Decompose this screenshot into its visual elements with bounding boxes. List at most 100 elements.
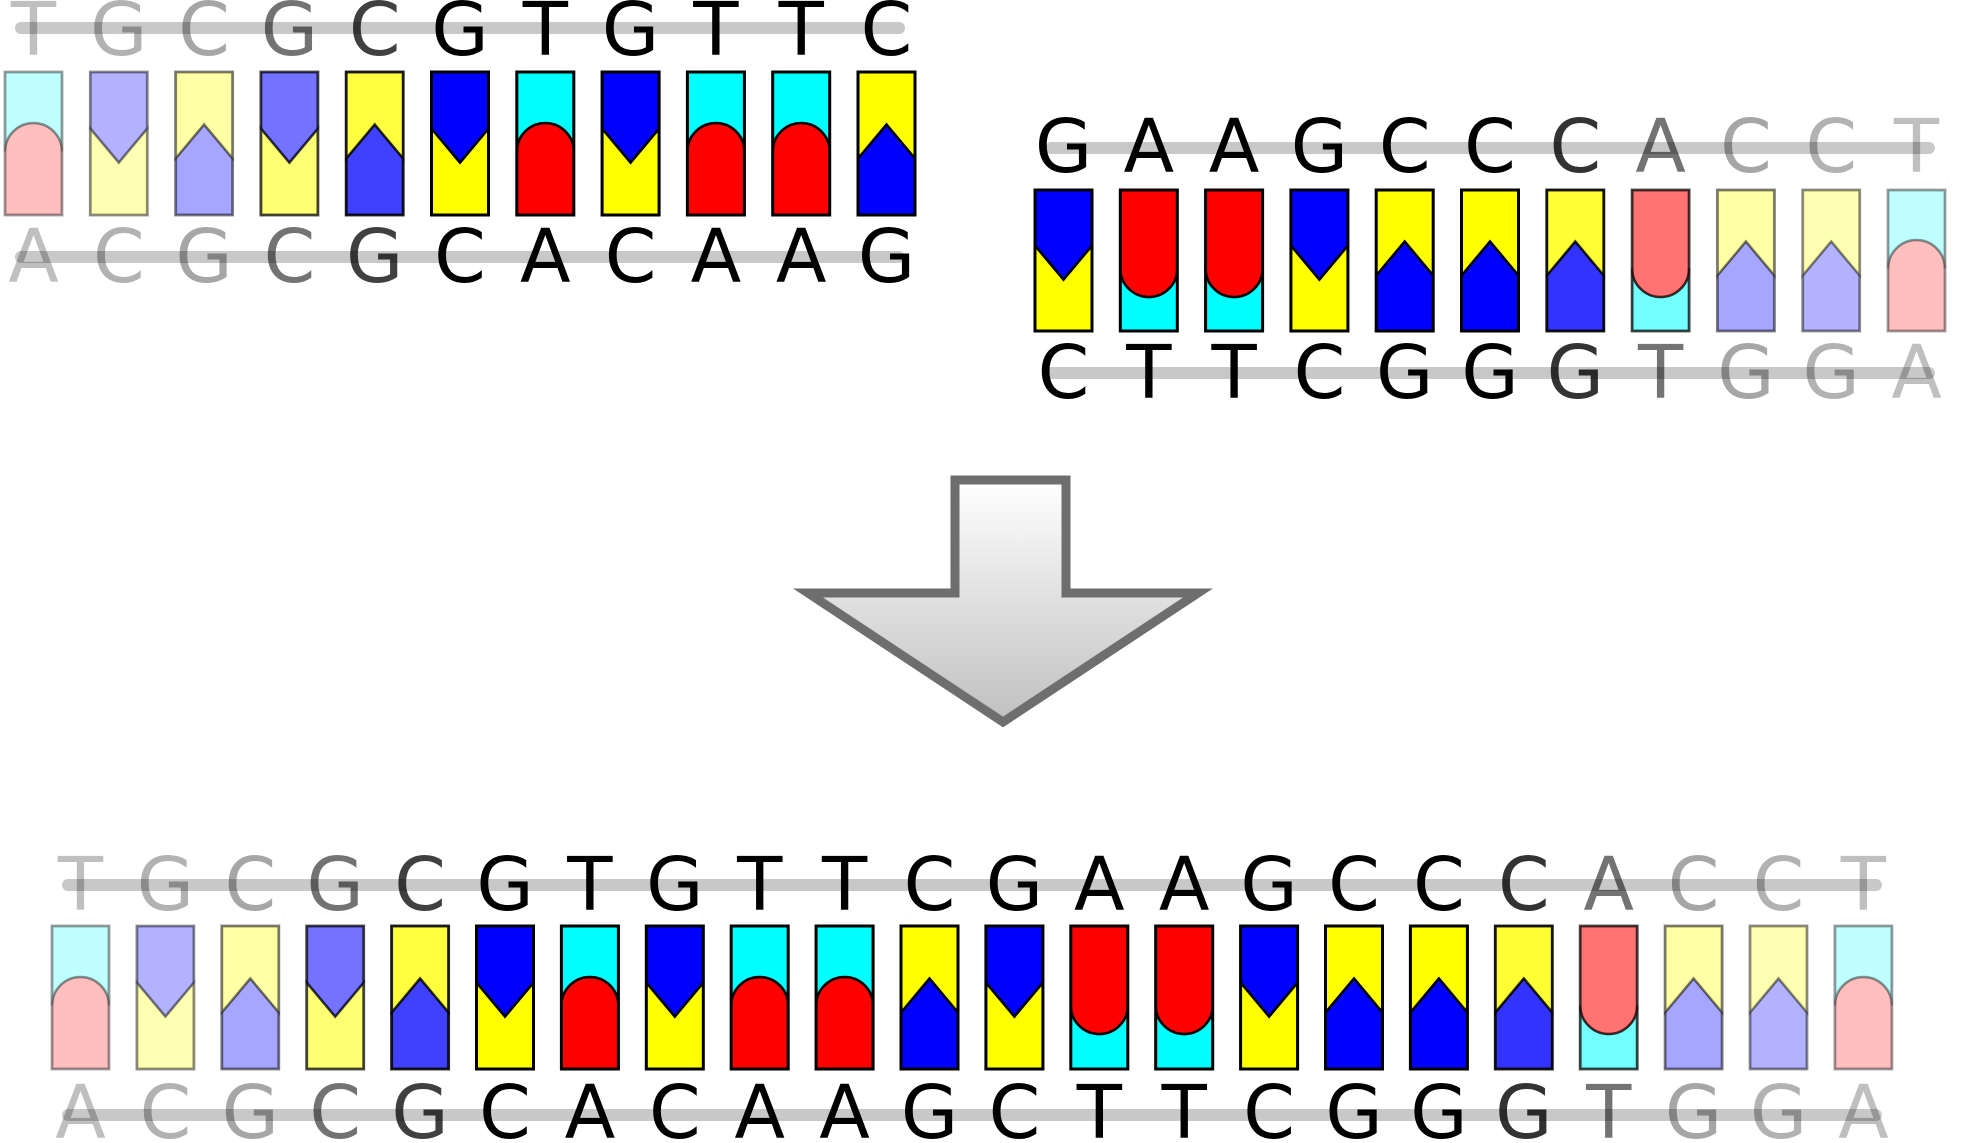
base-pair: CG — [1374, 104, 1435, 416]
top-base-letter: C — [1549, 104, 1601, 190]
top-base-letter: T — [736, 842, 783, 928]
top-base-letter: C — [1805, 104, 1857, 190]
bottom-base-letter: G — [1665, 1070, 1722, 1143]
top-base-shape — [259, 70, 320, 165]
base-pair-border — [220, 924, 281, 1071]
base-pair-border — [1118, 188, 1179, 333]
base-pair-border — [88, 70, 149, 217]
bottom-base-letter: T — [1125, 330, 1172, 416]
bottom-backbone — [15, 251, 905, 263]
base-pair-border — [899, 924, 960, 1071]
base-pair: CG — [856, 0, 917, 300]
base-pair: TA — [685, 0, 746, 300]
bottom-base-letter: G — [222, 1070, 279, 1143]
base-pair: CG — [1493, 842, 1554, 1143]
top-base-shape — [89, 70, 149, 165]
top-base-letter: C — [1413, 842, 1465, 928]
bottom-base-letter: T — [1585, 1070, 1632, 1143]
base-pair-border — [1833, 924, 1894, 1071]
base-pair: GC — [1289, 104, 1350, 416]
top-base-letter: G — [431, 0, 488, 73]
base-pair-border — [644, 924, 705, 1071]
bottom-base-shape — [135, 979, 196, 1071]
base-pair-border — [259, 70, 320, 217]
base-pair-border — [559, 924, 620, 1071]
base-pair: GC — [1239, 842, 1300, 1143]
top-base-shape — [1069, 924, 1130, 1036]
top-base-letter: G — [602, 0, 659, 73]
bottom-base-letter: A — [1891, 330, 1942, 416]
top-base-shape — [1630, 188, 1691, 299]
top-base-letter: G — [261, 0, 318, 73]
base-pair-border — [515, 70, 576, 217]
base-pair: GC — [430, 0, 490, 300]
base-pair: CG — [1545, 104, 1606, 416]
base-pair: AT — [1069, 842, 1130, 1143]
down-arrow-icon — [793, 475, 1213, 728]
top-base-shape — [1801, 188, 1861, 279]
bottom-base-letter: A — [776, 214, 827, 300]
top-base-shape — [3, 70, 64, 152]
bottom-base-letter: G — [901, 1070, 958, 1143]
top-base-letter: G — [646, 842, 703, 928]
bottom-base-shape — [1833, 975, 1894, 1071]
top-base-letter: G — [90, 0, 147, 73]
bottom-base-letter: A — [55, 1070, 106, 1143]
bottom-base-letter: A — [691, 214, 742, 300]
top-base-letter: T — [778, 0, 825, 73]
bottom-base-shape — [220, 976, 281, 1071]
top-base-shape — [1204, 188, 1264, 299]
top-base-shape — [1716, 188, 1776, 279]
base-pair-border — [814, 924, 875, 1071]
bottom-base-shape — [1801, 239, 1861, 333]
base-pair: GC — [135, 842, 196, 1143]
top-base-letter: C — [1753, 842, 1805, 928]
bottom-base-letter: A — [565, 1070, 616, 1143]
top-base-letter: A — [1209, 104, 1260, 190]
bottom-base-letter: G — [1410, 1070, 1467, 1143]
bottom-base-letter: G — [175, 214, 232, 300]
top-base-letter: G — [307, 842, 364, 928]
bottom-base-shape — [771, 121, 831, 217]
top-backbone — [62, 879, 1882, 891]
bottom-backbone — [62, 1109, 1882, 1121]
base-pair: TA — [559, 842, 620, 1143]
top-base-letter: A — [1074, 842, 1125, 928]
top-base-letter: G — [986, 842, 1043, 928]
top-base-letter: T — [692, 0, 739, 73]
base-pair-border — [1886, 188, 1947, 333]
top-base-shape — [1833, 924, 1894, 1006]
base-pair-border — [1154, 924, 1215, 1071]
base-pair-border — [729, 924, 790, 1071]
bottom-base-shape — [814, 975, 875, 1071]
base-pair: CG — [174, 0, 235, 300]
base-pair: GC — [600, 0, 661, 300]
base-pair-border — [1033, 188, 1094, 333]
base-pair: TA — [771, 0, 832, 300]
bottom-base-letter: T — [1637, 330, 1684, 416]
top-base-letter: C — [1464, 104, 1516, 190]
base-pair-border — [135, 924, 196, 1071]
base-pair-border — [1239, 924, 1300, 1071]
bottom-base-letter: A — [819, 1070, 870, 1143]
top-base-shape — [50, 924, 111, 1006]
top-base-shape — [1748, 924, 1809, 1016]
base-pair-border — [1204, 188, 1265, 333]
bottom-base-letter: C — [93, 214, 145, 300]
bottom-base-letter: T — [1076, 1070, 1123, 1143]
bottom-base-shape — [560, 975, 620, 1071]
top-base-letter: C — [1328, 842, 1380, 928]
base-pair-border — [1801, 188, 1862, 333]
bottom-base-letter: A — [1838, 1070, 1889, 1143]
base-pair: TA — [1833, 842, 1894, 1143]
base-pair-border — [1545, 188, 1606, 333]
base-pair: TA — [50, 842, 111, 1143]
bottom-base-letter: G — [1325, 1070, 1382, 1143]
top-base-shape — [1578, 924, 1639, 1036]
base-pair: TA — [515, 0, 576, 300]
top-base-shape — [174, 70, 234, 162]
base-pair: GC — [475, 842, 535, 1143]
bottom-base-letter: C — [140, 1070, 192, 1143]
